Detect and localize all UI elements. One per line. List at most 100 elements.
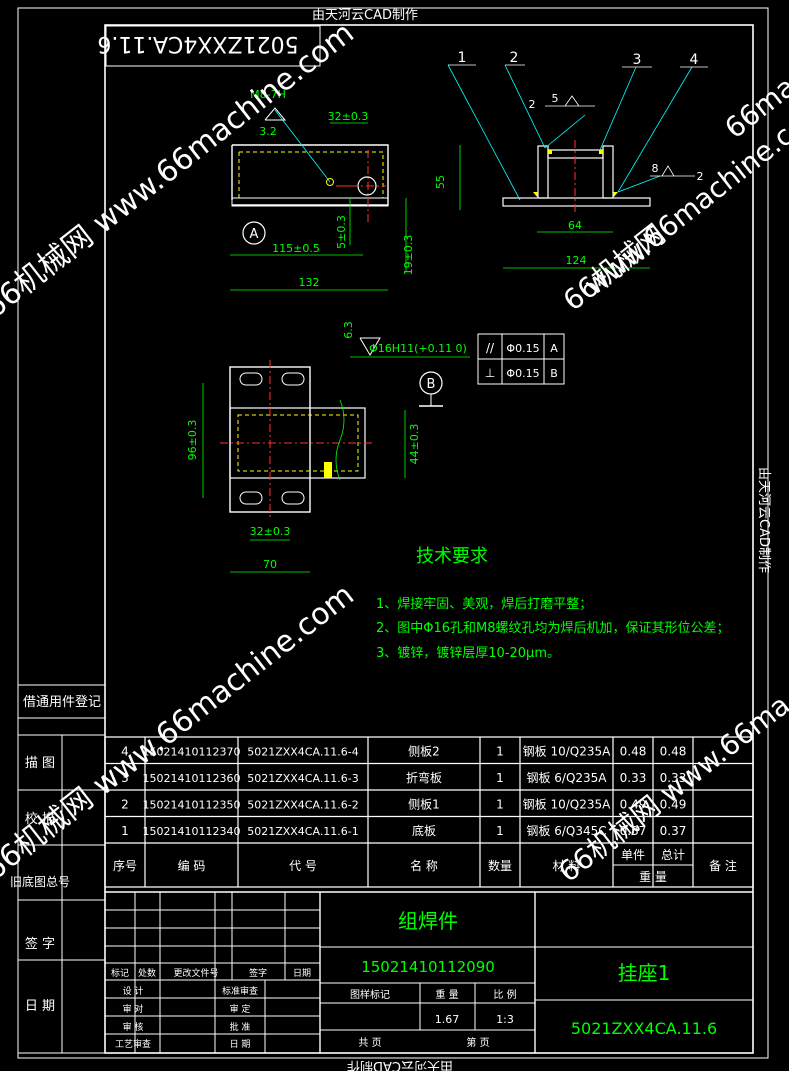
role-r-3: 批 准	[230, 1021, 251, 1033]
left-strip: 借通用件登记 描 图 校 描 旧底图总号 签 字 日 期	[10, 695, 105, 1053]
dim-55: 55	[434, 175, 447, 189]
bom-header-drawing: 代 号	[289, 859, 317, 873]
bom-cell-name: 折弯板	[406, 770, 442, 785]
bom-header-unit: 单件	[621, 848, 645, 862]
dim-rough-top: 3.2	[259, 125, 277, 138]
bom-cell-no: 1	[121, 824, 129, 838]
strip-5: 签 字	[25, 936, 55, 952]
plan-view: 96±0.3 44±0.3 32±0.3 70 6.3 Φ16H11(+0.11…	[186, 321, 470, 573]
dim-115: 115±0.5	[272, 242, 320, 255]
dim-rough-plan: 6.3	[342, 321, 355, 339]
bom-cell-qty: 1	[496, 771, 504, 785]
dim-124: 124	[566, 254, 587, 267]
bom-header-name: 名 称	[410, 858, 438, 873]
bom-cell-name: 底板	[412, 823, 436, 838]
bom-header-material: 材 料	[553, 859, 581, 873]
bom-cell-name: 侧板1	[408, 797, 440, 811]
bom-header-weight: 重 量	[639, 870, 667, 884]
bom-cell-code: 15021410112340	[143, 825, 241, 838]
dim-32-top: 32±0.3	[328, 110, 369, 123]
part-number-3: 3	[633, 52, 642, 68]
dim-5: 5±0.3	[335, 215, 348, 249]
dim-96: 96±0.3	[186, 420, 199, 461]
role-r-2: 审 定	[230, 1003, 251, 1015]
bom-cell-code: 15021410112370	[143, 745, 241, 758]
weld-2a: 2	[529, 98, 536, 111]
tol-ref-1: A	[550, 342, 558, 355]
bom-header-remark: 备 注	[709, 858, 737, 873]
bom-header-code: 编 码	[178, 858, 206, 873]
weight-value: 1.67	[435, 1013, 460, 1026]
scale-label: 比 例	[493, 988, 516, 1001]
tol-ref-2: B	[550, 367, 558, 380]
requirements-title: 技术要求	[416, 546, 488, 567]
drawing-number: 5021ZXX4CA.11.6	[571, 1019, 717, 1038]
bom-cell-unit: 0.49	[620, 797, 647, 811]
strip-2: 描 图	[25, 756, 55, 771]
bom-cell-no: 3	[121, 771, 129, 785]
dim-32-plan: 32±0.3	[250, 525, 291, 538]
bom-cell-no: 2	[121, 797, 129, 811]
assembly-type: 组焊件	[398, 909, 458, 933]
role-l-2: 审 对	[123, 1003, 144, 1015]
bom-cell-drawing: 5021ZXX4CA.11.6-3	[247, 772, 359, 785]
dim-44: 44±0.3	[408, 424, 421, 465]
strip-4: 旧底图总号	[10, 874, 70, 889]
weld-5: 5	[552, 92, 559, 105]
requirement-3: 3、镀锌，镀锌层厚10-20μm。	[376, 645, 560, 661]
strip-1: 借通用件登记	[23, 695, 101, 710]
part-number-4: 4	[690, 52, 699, 68]
side-view: 64 124 1 2 3 4 5 2 8 2	[447, 50, 708, 269]
weld-2b: 2	[697, 170, 704, 183]
dim-tap: M8-7H	[250, 88, 286, 101]
bom-cell-total: 0.37	[660, 824, 687, 838]
requirement-1: 1、焊接牢固、美观，焊后打磨平整；	[376, 596, 592, 612]
view-a-marker	[242, 221, 266, 245]
view-b-label: B	[427, 377, 436, 392]
bom-cell-material: 钢板 6/Q345C	[526, 824, 606, 838]
strip-6: 日 期	[25, 999, 55, 1014]
weight-label: 重 量	[435, 988, 458, 1001]
role-l-1: 设 计	[123, 985, 144, 997]
scale-value: 1:3	[496, 1013, 514, 1026]
bom-cell-qty: 1	[496, 797, 504, 811]
front-view: A M8-7H 3.2 32±0.3 55 5±0.3 115±0.5 19±0…	[230, 88, 461, 291]
bom-cell-drawing: 5021ZXX4CA.11.6-4	[247, 745, 359, 758]
tol-sym-2: ⊥	[485, 366, 495, 380]
bom-cell-qty: 1	[496, 824, 504, 838]
tol-val-2: Φ0.15	[506, 367, 539, 380]
bom-header-no: 序号	[113, 858, 137, 873]
bom-cell-unit: 0.37	[620, 824, 647, 838]
bom-cell-name: 侧板2	[408, 744, 440, 758]
bom-cell-code: 15021410112350	[143, 798, 241, 811]
rev-h-4: 签字	[249, 967, 267, 979]
bom-cell-material: 钢板 10/Q235A	[523, 797, 611, 811]
rev-h-1: 标记	[111, 967, 129, 979]
dim-hole: Φ16H11(+0.11 0)	[369, 342, 467, 355]
strip-3: 校 描	[25, 811, 55, 827]
title-block: 标记 处数 更改文件号 签字 日期 设 计 审 对 审 核 工艺审查 标准审查 …	[105, 891, 753, 1053]
bom-cell-drawing: 5021ZXX4CA.11.6-1	[247, 825, 359, 838]
rev-h-3: 更改文件号	[173, 967, 218, 979]
dim-70: 70	[263, 558, 277, 571]
view-a-label: A	[250, 227, 259, 242]
bom-cell-total: 0.49	[660, 797, 687, 811]
bom-cell-unit: 0.48	[620, 744, 647, 758]
role-r-4: 日 期	[230, 1039, 251, 1050]
rev-h-2: 处数	[138, 967, 156, 979]
side-banner: 由天河云CAD制作	[756, 467, 771, 573]
top-banner: 由天河云CAD制作	[312, 8, 418, 23]
requirement-2: 2、图中Φ16孔和M8螺纹孔均为焊后机加，保证其形位公差；	[376, 620, 730, 636]
bom-cell-qty: 1	[496, 744, 504, 758]
tol-val-1: Φ0.15	[506, 342, 539, 355]
role-l-4: 工艺审查	[115, 1038, 151, 1050]
weld-8: 8	[652, 162, 659, 175]
rotated-drawing-code: 5021ZXX4CA.11.6	[97, 31, 298, 56]
bom-cell-total: 0.48	[660, 744, 687, 758]
sheets-total: 共 页	[358, 1037, 381, 1049]
bom-cell-code: 15021410112360	[143, 772, 241, 785]
dim-64: 64	[568, 219, 582, 232]
dim-19: 19±0.3	[402, 235, 415, 276]
